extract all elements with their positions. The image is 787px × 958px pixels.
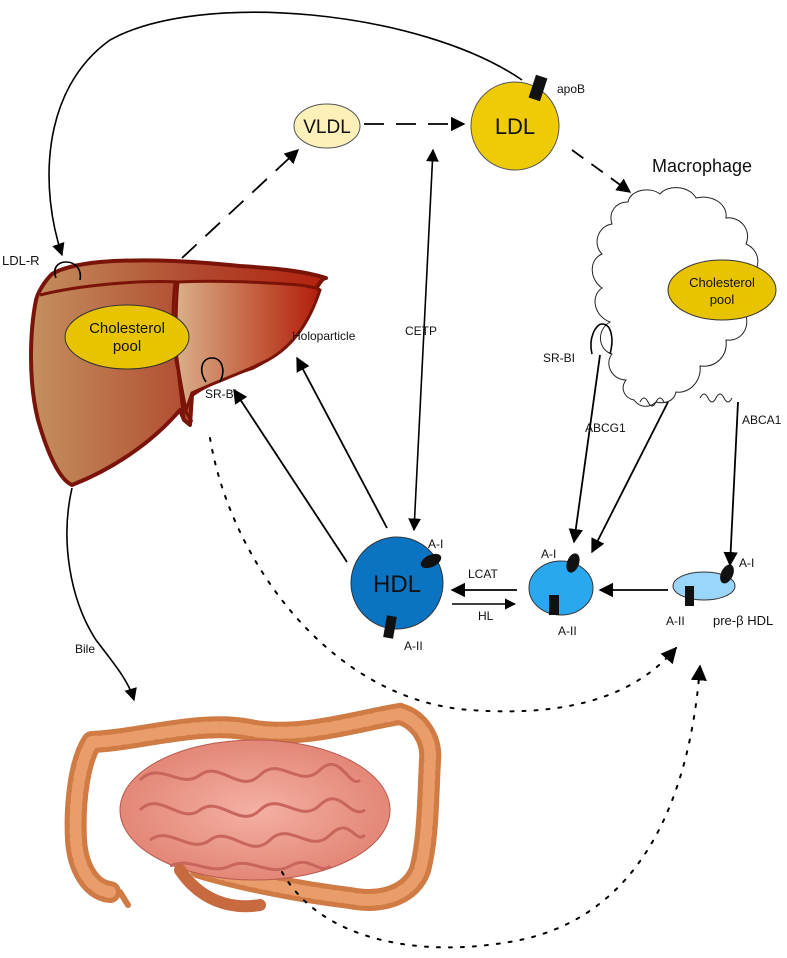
liver: [29, 258, 328, 487]
macrophage-label: Macrophage: [652, 156, 752, 176]
vldl-label: VLDL: [303, 117, 351, 138]
macrophage-membrane-icon: [639, 393, 733, 407]
hl-label: HL: [478, 609, 494, 623]
hdl-a1-label: A-I: [428, 537, 443, 551]
holoparticle-arrow: [296, 356, 388, 529]
liver-to-vldl-arrow: [181, 149, 300, 259]
pre-apoai-icon: [720, 564, 734, 584]
macrophage-sr-bi-arrow: [568, 354, 601, 544]
mac-pool-label-2: pool: [710, 292, 735, 307]
apob-icon: [528, 74, 548, 102]
pre-apoaii-icon: [685, 586, 694, 606]
cetp-label: CETP: [405, 324, 437, 338]
macrophage-cholesterol-pool: Cholesterol pool: [667, 259, 777, 321]
ldl-to-macrophage-arrow: [571, 149, 632, 193]
hdl-particle: HDL: [350, 536, 444, 639]
liver-cholesterol-pool: Cholesterol pool: [64, 304, 190, 370]
bile-arrow: [66, 487, 137, 702]
hdl-apoai-icon: [420, 553, 442, 569]
pre-a2-label: A-II: [666, 614, 685, 628]
abcg1-arrow: [591, 401, 669, 554]
liver-sr-bi-receptor-icon: [200, 357, 224, 383]
mid-hdl-particle: [528, 553, 594, 616]
bile-label: Bile: [75, 642, 95, 656]
ldl-receptor-icon: [53, 261, 82, 281]
abca1-label: ABCA1: [742, 413, 782, 427]
mac-pool-label-1: Cholesterol: [689, 275, 755, 290]
abcg1-label: ABCG1: [585, 421, 626, 435]
cetp-arrow: [408, 148, 439, 532]
intestine-illustration: [64, 702, 442, 913]
lcat-label: LCAT: [468, 567, 498, 581]
ldl-r-label: LDL-R: [2, 253, 40, 268]
mid-apoaii-icon: [549, 595, 559, 615]
abca1-arrow: [723, 401, 739, 567]
liver-sr-bi-label: SR-BI: [205, 387, 237, 401]
mid-apoai-icon: [566, 553, 580, 573]
hdl-label: HDL: [373, 571, 421, 598]
liver-to-pre-beta-dotted-arrow: [209, 437, 678, 713]
apob-label: apoB: [557, 82, 585, 96]
hdl-to-liver-sr-bi-arrow: [233, 388, 348, 563]
hdl-a2-label: A-II: [404, 639, 423, 653]
pre-beta-hdl-label: pre-β HDL: [713, 613, 773, 628]
ldl-label: LDL: [495, 114, 535, 139]
hdl-apoaii-icon: [383, 615, 397, 639]
ldl-particle: LDL: [470, 74, 560, 171]
liver-pool-label-2: pool: [113, 338, 141, 355]
macrophage-sr-bi-label: SR-BI: [543, 351, 575, 365]
pre-a1-label: A-I: [739, 556, 754, 570]
vldl-particle: VLDL: [293, 103, 361, 149]
liver-pool-label-1: Cholesterol: [89, 320, 165, 337]
mid-a1-label: A-I: [541, 547, 556, 561]
holoparticle-label: Holoparticle: [292, 329, 356, 343]
ldl-to-liver-arrow: [48, 11, 523, 257]
intestine-to-pre-beta-dotted-arrow: [281, 664, 707, 949]
mid-a2-label: A-II: [558, 624, 577, 638]
pre-beta-hdl-particle: [672, 564, 736, 606]
macrophage-sr-bi-receptor-icon: [590, 323, 613, 355]
